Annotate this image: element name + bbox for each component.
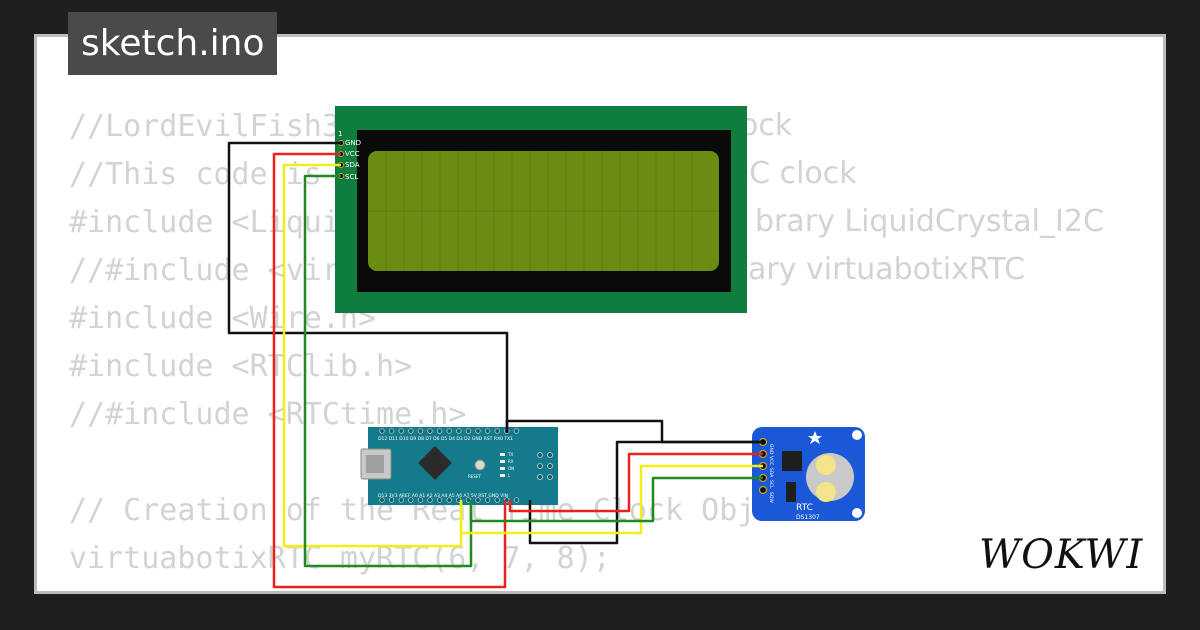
nano-header-pin[interactable] xyxy=(494,497,500,503)
microcontroller-chip-icon xyxy=(418,446,452,480)
nano-header-pin[interactable] xyxy=(388,428,395,434)
code-line: #include <RTClib.h> xyxy=(69,349,413,384)
nano-header-pin[interactable] xyxy=(427,428,433,434)
page-title: sketch.ino xyxy=(68,12,278,75)
nano-header-pin[interactable] xyxy=(465,428,472,434)
nano-header-pin[interactable] xyxy=(456,428,462,434)
nano-header-pin[interactable] xyxy=(408,428,414,434)
code-fragment: 2C clock xyxy=(730,156,857,191)
wire-vcc[interactable] xyxy=(272,152,507,589)
wokwi-logo: WOKWI xyxy=(979,532,1143,578)
code-fragment: ock xyxy=(740,108,793,143)
rtc-module[interactable]: GND VCC SDA SCL SQW RTC DS1307 xyxy=(752,427,865,521)
rtc-pin[interactable] xyxy=(758,485,768,495)
arduino-nano[interactable]: D12 D11 D10 D9 D8 D7 D6 D5 D4 D3 D2 GND … xyxy=(360,427,558,505)
nano-led-label: TX xyxy=(507,452,513,457)
wire-rtc-scl[interactable] xyxy=(469,476,763,523)
nano-header-pin[interactable] xyxy=(427,497,433,503)
rtc-pin-label: SDA xyxy=(768,468,774,478)
nano-reset-label: RESET xyxy=(468,474,481,479)
lcd-pin-label: SCL xyxy=(345,173,358,181)
nano-header-pin[interactable] xyxy=(398,497,404,503)
nano-header-pin[interactable] xyxy=(513,497,520,503)
rtc-pin-label: SQW xyxy=(768,492,774,503)
nano-header-pin[interactable] xyxy=(408,497,414,503)
nano-led-label: ON xyxy=(508,466,514,471)
lcd-pin-label: VCC xyxy=(345,150,360,158)
nano-header-pin[interactable] xyxy=(446,497,452,503)
crystal xyxy=(786,482,796,502)
lcd-pin-label: SDA xyxy=(345,161,360,169)
nano-header-pin[interactable] xyxy=(513,428,520,434)
nano-header-pin[interactable] xyxy=(475,497,481,503)
nano-header-pin[interactable] xyxy=(398,428,404,434)
code-line: //LordEvilFish3DP xyxy=(69,109,377,144)
lcd-pin-label: 1 xyxy=(338,130,342,138)
nano-header-pin[interactable] xyxy=(436,497,443,503)
nano-header-pin[interactable] xyxy=(379,497,385,503)
nano-board xyxy=(368,427,558,505)
rtc-label: RTC xyxy=(796,503,813,513)
adafruit-star-icon xyxy=(808,431,822,444)
lcd-pin-label: GND xyxy=(345,139,361,147)
nano-header-pin[interactable] xyxy=(446,428,452,434)
nano-bottom-pin-labels: D13 3V3 AREF A0 A1 A2 A3 A4 A5 A6 A7 5V … xyxy=(378,493,508,499)
lcd-pixel-grid xyxy=(368,151,719,271)
nano-header-pin[interactable] xyxy=(484,428,491,434)
nano-top-pin-labels: D12 D11 D10 D9 D8 D7 D6 D5 D4 D3 D2 GND … xyxy=(378,436,513,442)
rtc-chip xyxy=(782,451,802,471)
nano-header-pin[interactable] xyxy=(379,428,385,434)
nano-header-pin[interactable] xyxy=(388,497,395,503)
reset-button[interactable] xyxy=(474,459,486,471)
nano-led-label: RX xyxy=(508,459,514,464)
wire-rtc-sda[interactable] xyxy=(459,464,763,535)
wire-rtc-vcc[interactable] xyxy=(508,452,763,513)
rtc-pin-label: GND xyxy=(768,444,774,455)
nano-header-pin[interactable] xyxy=(475,428,481,434)
nano-header-pin[interactable] xyxy=(494,428,500,434)
wire-gnd[interactable] xyxy=(227,141,509,433)
code-line: //#include <RTCtime.h> xyxy=(69,397,467,432)
rtc-pin-label: SCL xyxy=(768,480,774,489)
code-fragment: brary LiquidCrystal_I2C xyxy=(755,204,1104,239)
nano-header-pin[interactable] xyxy=(484,497,491,503)
lcd-module[interactable]: 1 GND VCC SDA SCL xyxy=(335,106,747,313)
wire-scl[interactable] xyxy=(303,174,473,568)
nano-led-label: L xyxy=(508,473,511,478)
nano-header-pin[interactable] xyxy=(436,428,443,434)
brand-name: WOKWI xyxy=(979,532,1143,578)
rtc-chip-label: DS1307 xyxy=(796,514,820,521)
nano-header-pin[interactable] xyxy=(417,497,424,503)
rtc-pin-label: VCC xyxy=(768,456,774,465)
wire-rtc-gnd-b[interactable] xyxy=(528,440,763,545)
nano-header-pin[interactable] xyxy=(417,428,424,434)
code-fragment: ary virtuabotixRTC xyxy=(748,252,1025,287)
